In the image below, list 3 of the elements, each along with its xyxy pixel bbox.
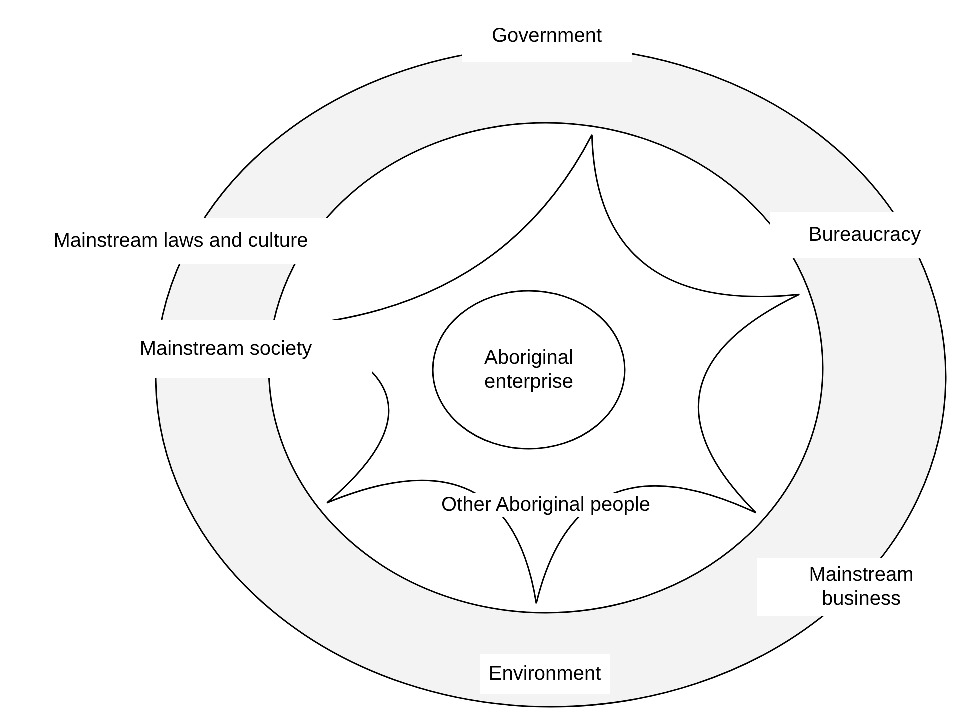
node-label: Aboriginal enterprise (484, 346, 574, 394)
label-box: Environment (480, 654, 610, 694)
center-ellipse (432, 290, 626, 450)
